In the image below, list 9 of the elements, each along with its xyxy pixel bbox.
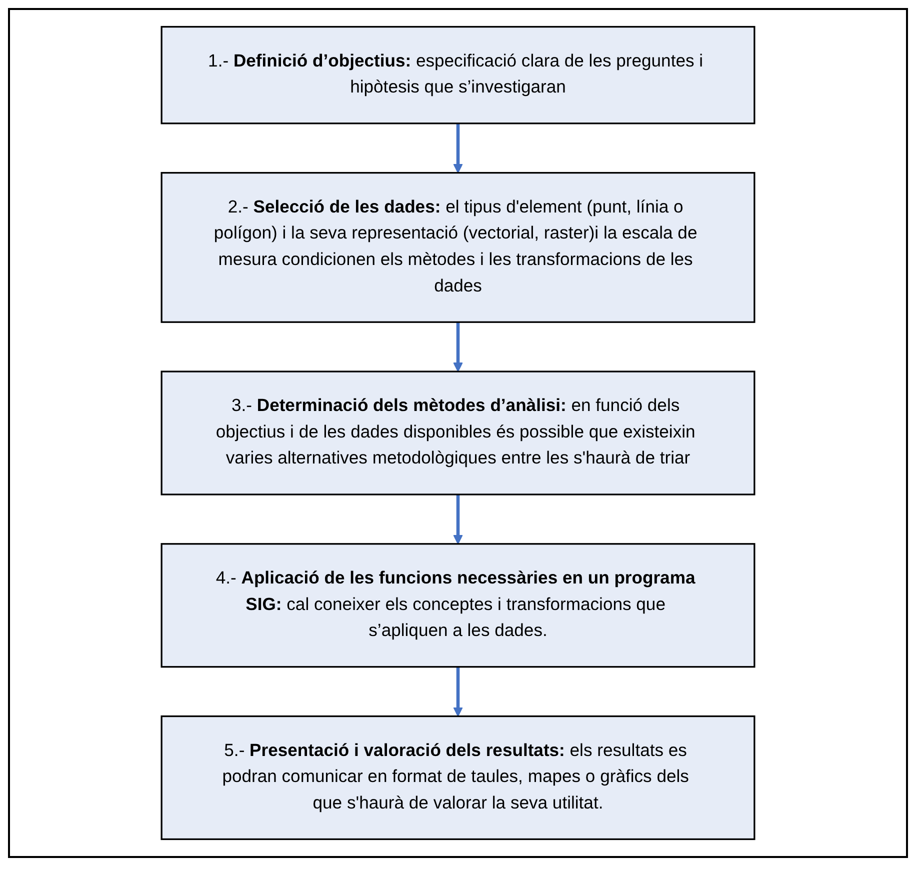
node-box: 3.- Determinació dels mètodes d’anàlisi: en funció dels objectius i de les dades disponibles és possible que existeixin varies alternatives metodològiques entre les s'haurà de triar (160, 370, 756, 496)
arrow (453, 666, 463, 717)
node-box: 1.- Definició d’objectius: especificació clara de les preguntes i hipòtesis que s’investigaran (160, 26, 756, 124)
node-box: 5.- Presentació i valoració dels resultats: els resultats es podran comunicar en format de taules, mapes o gràfics dels que s'haurà de valorar la seva utilitat. (160, 715, 756, 840)
node-box: 4.- Aplicació de les funcions necessàries en un programa SIG: cal coneixer els conceptes i transformacions que s’apliquen a les dades. (160, 543, 756, 668)
arrow (453, 494, 463, 544)
node-box: 2.- Selecció de les dades: el tipus d'element (punt, línia o polígon) i la seva representació (vectorial, raster)i la escala de mesura condicionen els mètodes i les transformacions de les dades (160, 172, 756, 323)
arrow (453, 322, 463, 372)
arrow (453, 123, 463, 174)
